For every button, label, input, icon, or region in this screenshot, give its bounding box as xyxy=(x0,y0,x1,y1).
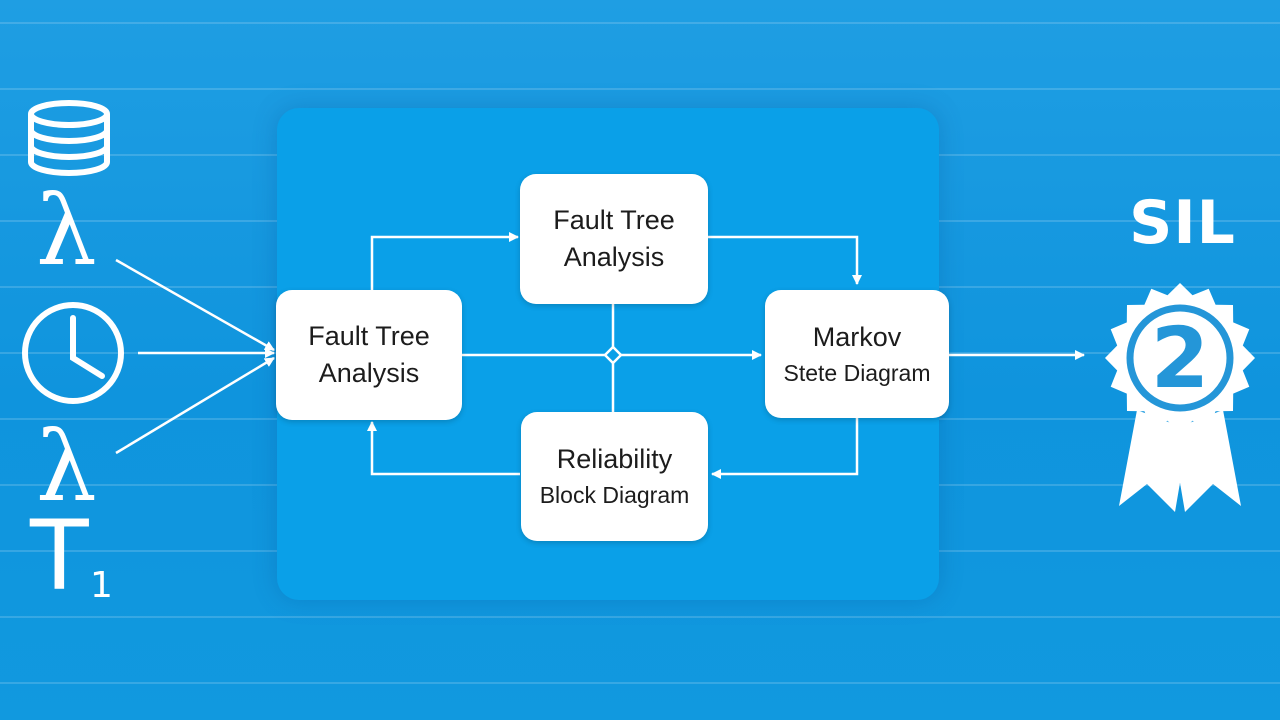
input-arrow-lambda xyxy=(115,258,275,352)
node-label-line2: Stete Diagram xyxy=(783,359,931,386)
arrow-fta-to-top xyxy=(370,232,519,290)
arrow-rbd-to-fta xyxy=(367,421,520,476)
background-stripe xyxy=(0,682,1280,684)
node-markov-state-diagram: Markov Stete Diagram xyxy=(765,290,949,418)
database-icon xyxy=(28,100,110,176)
lambda-failure-rate-symbol: λ xyxy=(36,175,97,287)
node-fault-tree-analysis-top: Fault Tree Analysis xyxy=(520,174,708,304)
junction-diamond xyxy=(603,345,623,365)
node-label-line2: Analysis xyxy=(318,358,420,388)
background-stripe xyxy=(0,88,1280,90)
sil-label: SIL xyxy=(1129,188,1236,258)
node-label-line1: Markov xyxy=(812,321,902,352)
node-label-line2: Analysis xyxy=(563,242,665,272)
node-reliability-block-diagram: Reliability Block Diagram xyxy=(521,412,708,541)
test-interval-symbol: T xyxy=(30,500,89,612)
node-label-line2: Block Diagram xyxy=(539,482,690,508)
background-stripe xyxy=(0,22,1280,24)
node-label-line1: Reliability xyxy=(556,444,673,474)
test-interval-subscript: 1 xyxy=(90,565,113,606)
node-fault-tree-analysis-main: Fault Tree Analysis xyxy=(276,290,462,420)
input-arrow-test xyxy=(115,356,275,455)
sil-level-number: 2 xyxy=(1150,309,1210,407)
node-label-line1: Fault Tree xyxy=(553,205,675,235)
background-stripe xyxy=(0,616,1280,618)
arrow-top-to-markov xyxy=(708,235,862,285)
node-label-line1: Fault Tree xyxy=(308,321,430,351)
lambda-symbol-lower: λ xyxy=(36,411,97,523)
arrow-markov-to-rbd xyxy=(711,418,859,479)
award-badge-icon xyxy=(1105,283,1255,512)
clock-icon xyxy=(22,302,124,404)
